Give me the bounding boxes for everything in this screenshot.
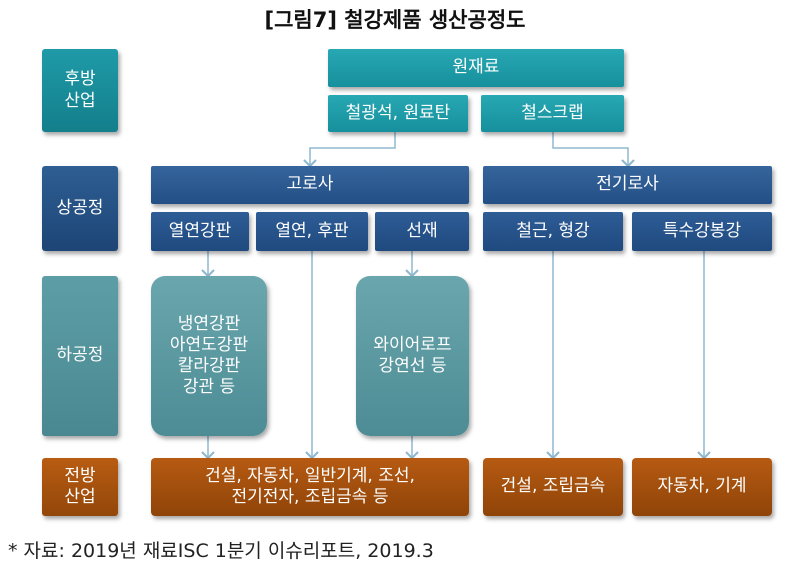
- node-wire-rod: 선재: [375, 212, 469, 251]
- node-cold-rolled-group: 냉연강판 아연도강판 칼라강판 강관 등: [151, 276, 267, 436]
- node-wire-rope-group: 와이어로프 강연선 등: [356, 276, 469, 436]
- side-label-lower-process: 하공정: [42, 276, 118, 436]
- node-plate: 열연, 후판: [256, 212, 368, 251]
- node-raw-material: 원재료: [328, 49, 624, 87]
- node-industry-auto: 자동차, 기계: [632, 458, 772, 516]
- node-scrap: 철스크랩: [481, 95, 624, 132]
- side-label-downstream: 전방 산업: [42, 458, 118, 516]
- side-label-upstream: 후방 산업: [42, 49, 118, 132]
- node-hot-rolled-coil: 열연강판: [151, 212, 249, 251]
- node-industry-construction: 건설, 조립금속: [483, 458, 623, 516]
- node-electric-furnace: 전기로사: [483, 166, 772, 204]
- node-rebar-section: 철근, 형강: [483, 212, 623, 251]
- node-special-steel: 특수강봉강: [632, 212, 772, 251]
- diagram-title: [그림7] 철강제품 생산공정도: [264, 8, 526, 32]
- source-footnote: * 자료: 2019년 재료ISC 1분기 이슈리포트, 2019.3: [8, 540, 434, 562]
- node-blast-furnace: 고로사: [151, 166, 469, 204]
- node-industry-main: 건설, 자동차, 일반기계, 조선, 전기전자, 조립금속 등: [151, 458, 469, 516]
- connector-scrap-to-electric: [552, 132, 635, 168]
- connector-ore-to-blast: [303, 132, 396, 168]
- side-label-upper-process: 상공정: [42, 166, 118, 251]
- node-iron-ore-coal: 철광석, 원료탄: [328, 95, 468, 132]
